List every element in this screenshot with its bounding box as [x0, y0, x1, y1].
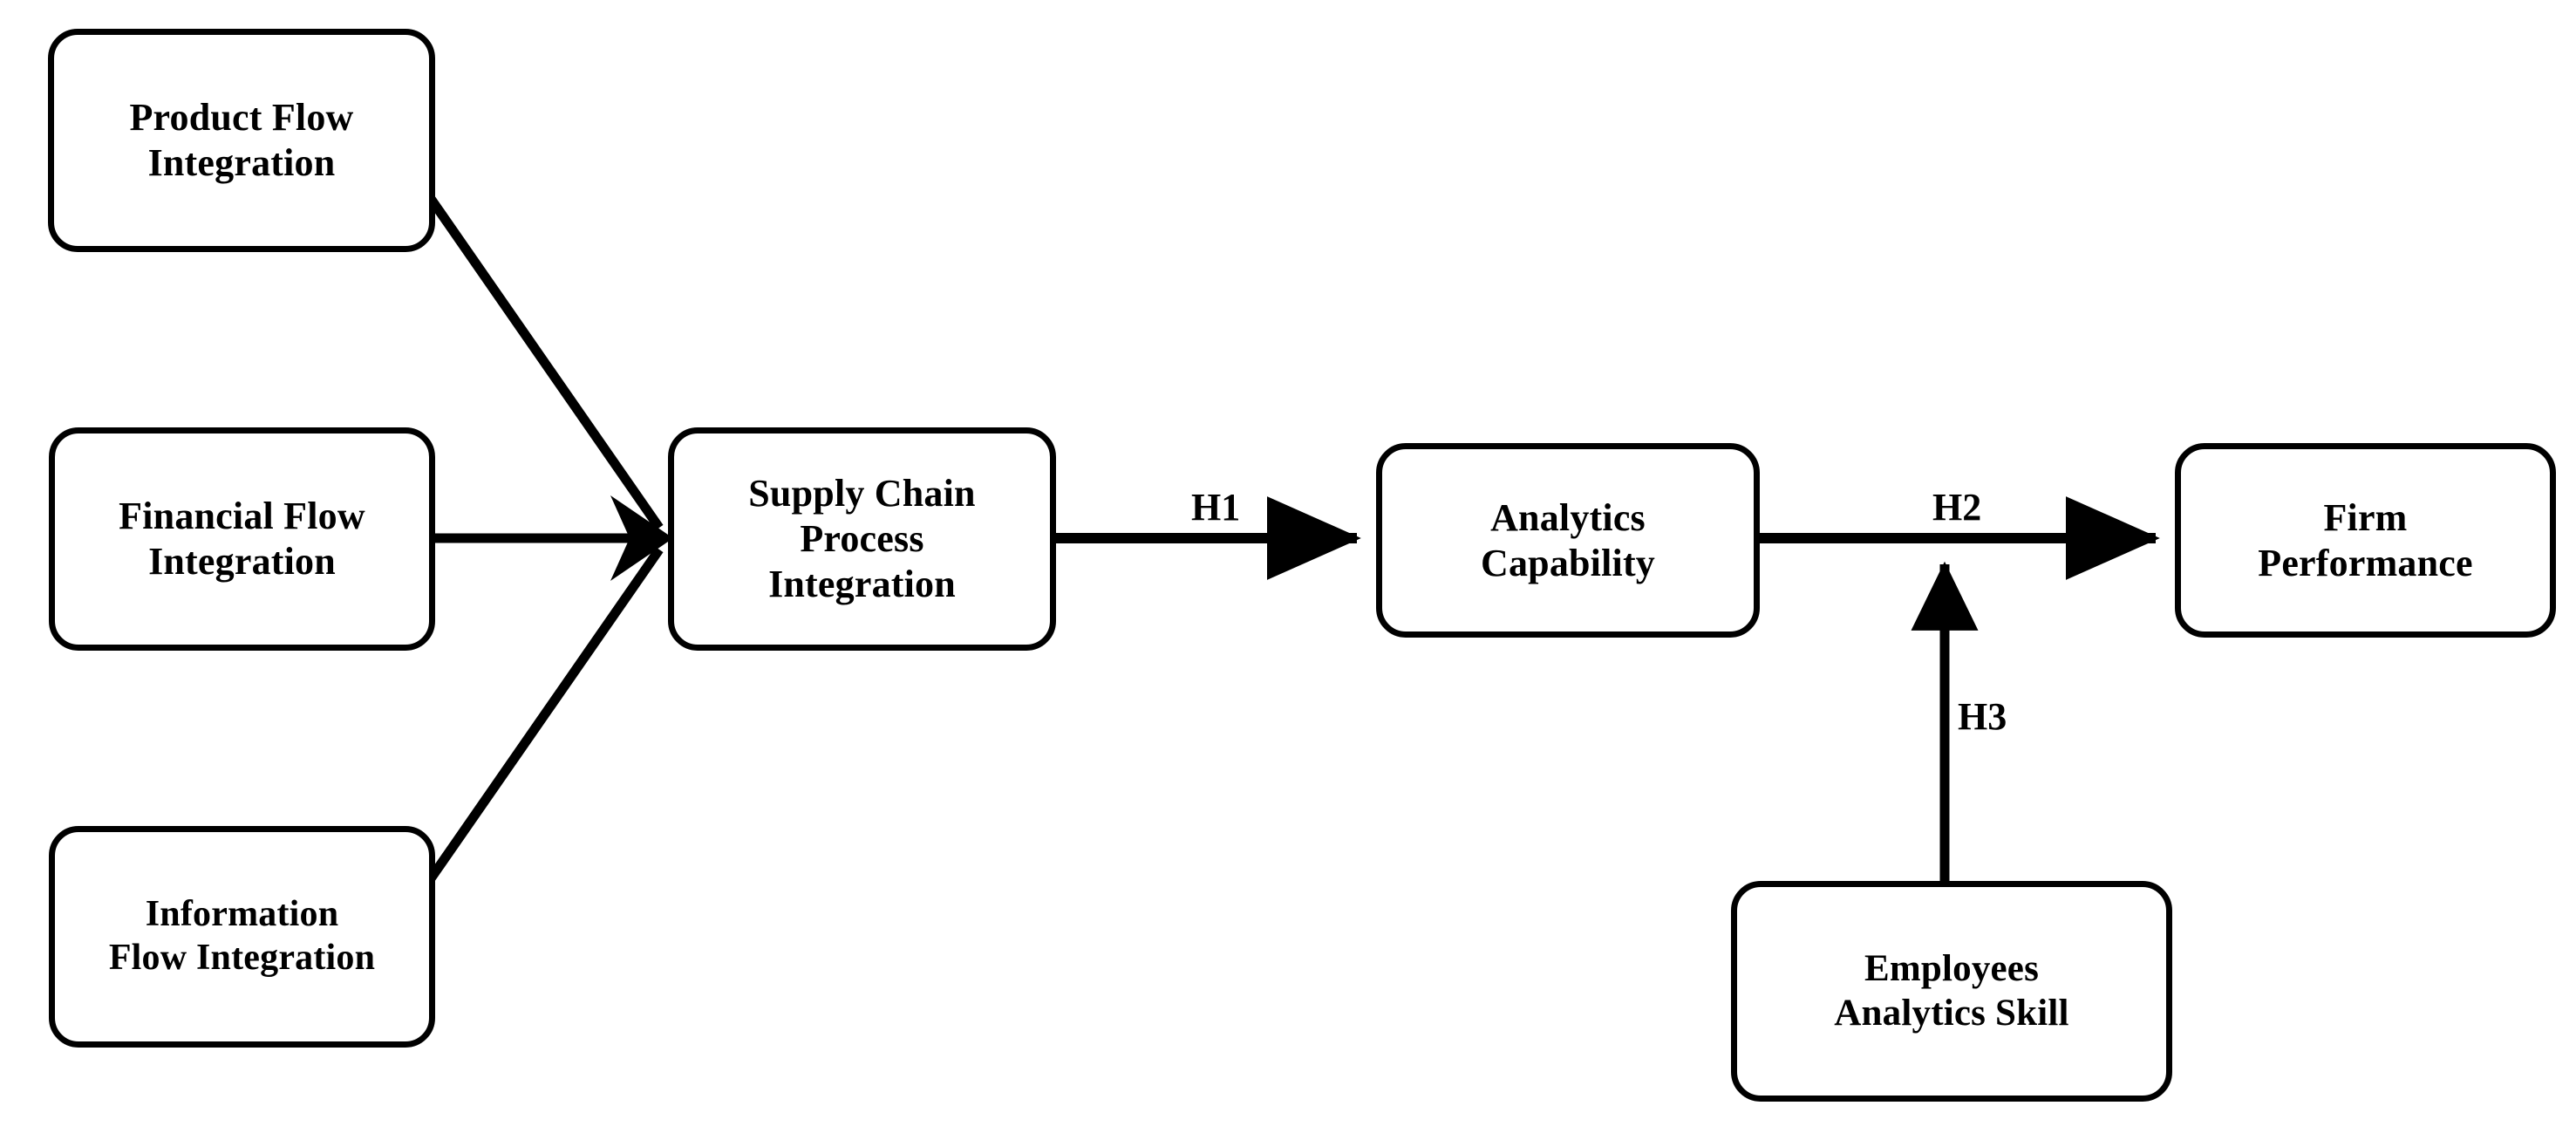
- node-supply-chain-process-integration[interactable]: Supply Chain Process Integration: [668, 427, 1056, 651]
- node-label: Financial Flow Integration: [119, 495, 365, 583]
- node-label: Supply Chain Process Integration: [748, 472, 976, 605]
- edge-label-h2: H2: [1932, 486, 1982, 529]
- edge-label-h3: H3: [1958, 695, 2007, 738]
- edge-label-h1: H1: [1191, 486, 1241, 529]
- node-firm-performance[interactable]: Firm Performance: [2175, 443, 2556, 638]
- node-financial-flow-integration[interactable]: Financial Flow Integration: [49, 427, 435, 651]
- node-label: Product Flow Integration: [129, 96, 354, 184]
- node-label: Employees Analytics Skill: [1834, 947, 2069, 1034]
- node-product-flow-integration[interactable]: Product Flow Integration: [48, 29, 435, 252]
- node-label: Firm Performance: [2258, 495, 2473, 584]
- node-employees-analytics-skill[interactable]: Employees Analytics Skill: [1731, 881, 2172, 1102]
- node-label: Analytics Capability: [1480, 495, 1656, 584]
- node-analytics-capability[interactable]: Analytics Capability: [1376, 443, 1760, 638]
- convergent-arrowhead-icon: [610, 495, 673, 581]
- node-information-flow-integration[interactable]: Information Flow Integration: [49, 826, 435, 1048]
- node-label: Information Flow Integration: [108, 894, 376, 978]
